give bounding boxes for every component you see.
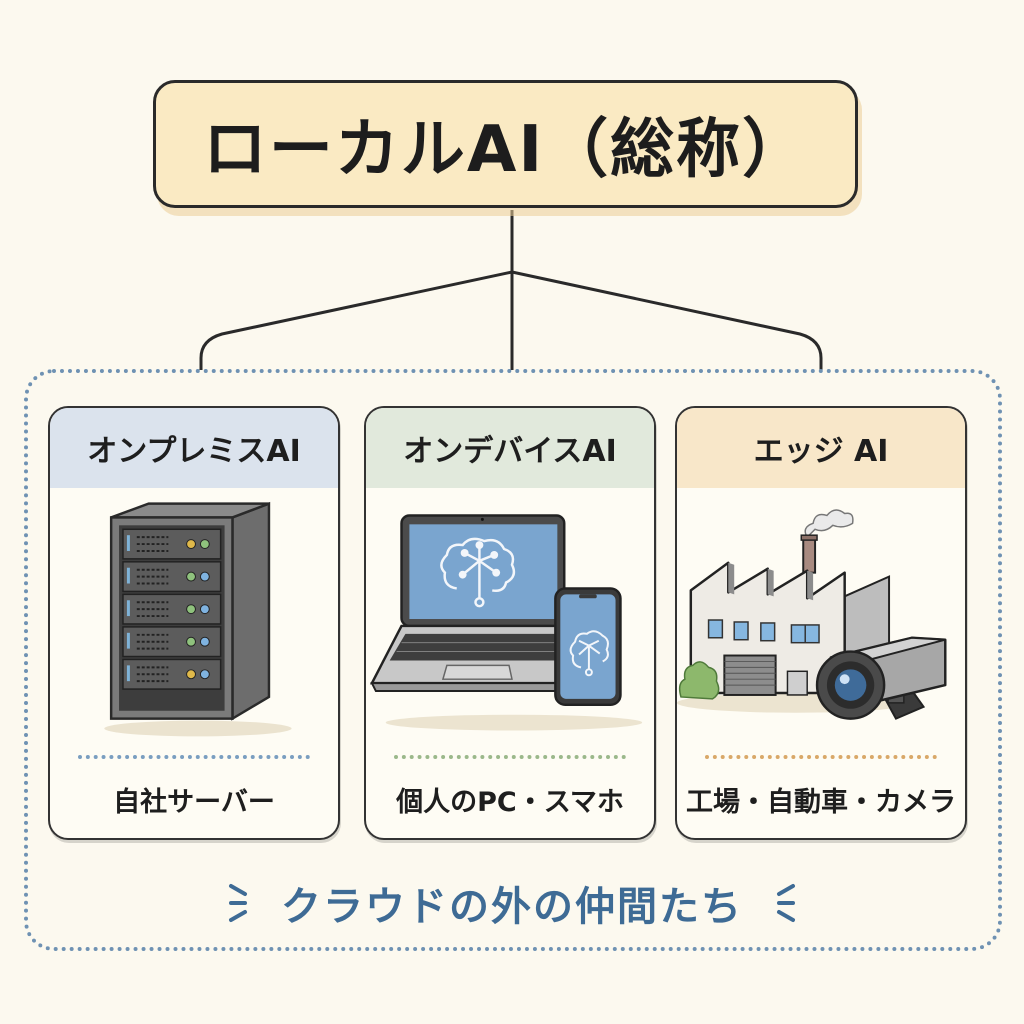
card-caption: 自社サーバー (113, 786, 275, 818)
group-tagline: クラウドの外の仲間たち (0, 868, 1024, 938)
smartphone-icon (554, 587, 622, 707)
card-caption: 個人のPC・スマホ (396, 786, 624, 818)
root-node: ローカルAI（総称） (153, 80, 858, 208)
factory-icon (678, 509, 891, 700)
tagline-text: クラウドの外の仲間たち (281, 884, 743, 930)
category-card-edge: エッジ AI (675, 406, 967, 840)
laptop-icon (369, 514, 591, 693)
card-caption: 工場・自動車・カメラ (686, 786, 956, 818)
card-title: オンプレミスAI (87, 434, 301, 469)
card-header: オンデバイスAI (366, 408, 654, 488)
dotted-divider (78, 755, 310, 759)
card-header: オンプレミスAI (50, 408, 338, 488)
factory-and-camera-icon (677, 509, 947, 720)
server-rack-icon (104, 501, 292, 737)
card-header: エッジ AI (677, 408, 965, 488)
card-title: エッジ AI (753, 434, 889, 469)
category-card-on-premise: オンプレミスAI (48, 406, 340, 840)
dotted-divider (705, 755, 937, 759)
security-camera-icon (815, 636, 947, 720)
sparkle-left-icon (229, 884, 247, 922)
connector-right (511, 270, 823, 370)
sparkle-right-icon (777, 884, 795, 922)
connector-left (199, 270, 513, 370)
group-frame (24, 369, 1002, 951)
laptop-and-smartphone-icon (369, 514, 643, 731)
category-card-on-device: オンデバイスAI (364, 406, 656, 840)
root-title: ローカルAI（総称） (202, 113, 809, 187)
dotted-divider (394, 755, 626, 759)
card-title: オンデバイスAI (403, 434, 617, 469)
